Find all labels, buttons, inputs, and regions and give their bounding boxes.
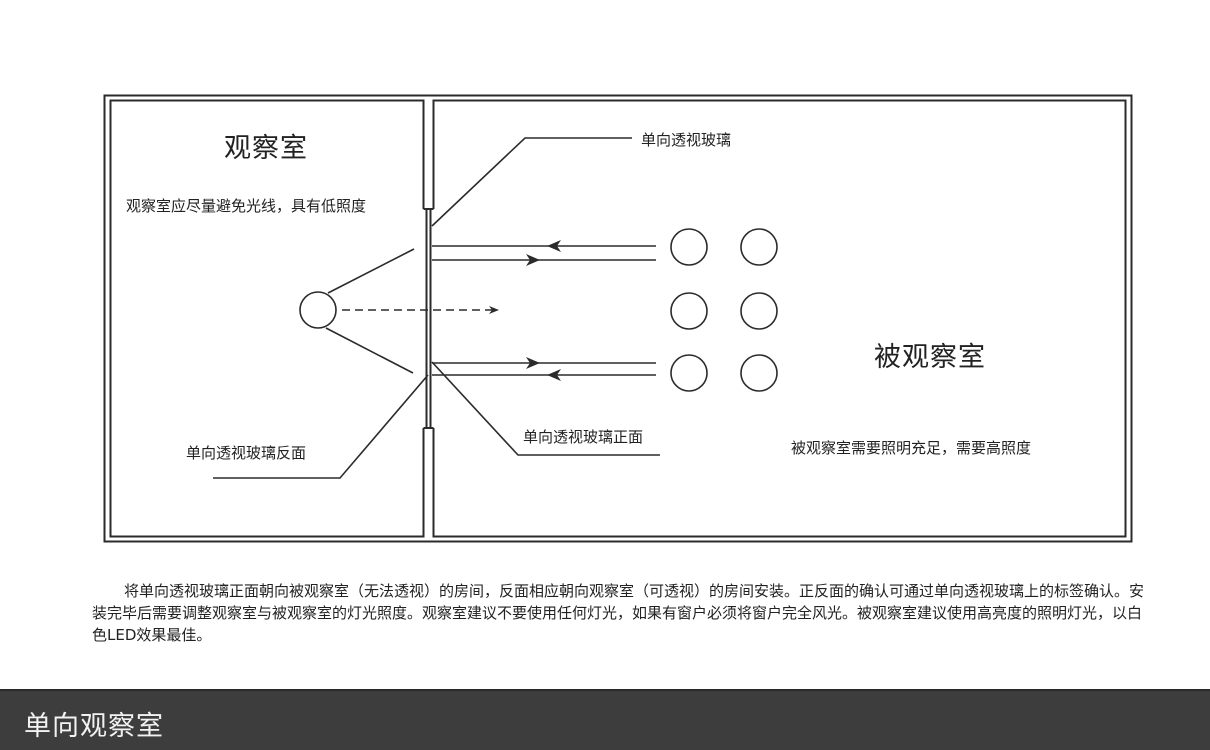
observed-room-wall	[432, 99, 1127, 538]
glass-back-label: 单向透视玻璃反面	[186, 444, 307, 462]
glass-front-label: 单向透视玻璃正面	[523, 428, 644, 446]
arrow-right-icon	[526, 357, 540, 369]
footer-title: 单向观察室	[24, 711, 164, 742]
ray-arrows	[526, 240, 561, 381]
one-way-mirror-diagram: 观察室 观察室应尽量避免光线，具有低照度 被观察室 被观察室需要照明充足，需要高…	[103, 94, 1133, 543]
observer-eye-icon	[299, 291, 337, 329]
arrow-right-icon	[526, 254, 540, 266]
subject-icon	[740, 292, 778, 330]
subject-icon	[670, 292, 708, 330]
glass-back-callout-leader	[213, 374, 429, 479]
subject-icon	[740, 228, 778, 266]
observation-room-note: 观察室应尽量避免光线，具有低照度	[126, 197, 367, 215]
glass-front-callout-leader	[431, 361, 660, 456]
subject-icon	[670, 228, 708, 266]
observation-room-wall	[109, 99, 425, 538]
glass-label: 单向透视玻璃	[641, 131, 732, 149]
subject-icon	[740, 354, 778, 392]
glass-callout-leader	[431, 137, 632, 227]
arrow-left-icon	[547, 240, 561, 252]
description-text: 将单向透视玻璃正面朝向被观察室（无法透视）的房间，反面相应朝向观察室（可透视）的…	[92, 582, 1145, 644]
arrow-left-icon	[547, 369, 561, 381]
subject-icon	[670, 354, 708, 392]
footer-bar: 单向观察室	[0, 689, 1210, 750]
outer-wall	[103, 94, 1133, 543]
floor-plan-drawing	[103, 94, 1133, 543]
observed-room-note: 被观察室需要照明充足，需要高照度	[791, 439, 1032, 457]
observed-room-title: 被观察室	[874, 342, 986, 373]
observation-room-title: 观察室	[224, 133, 308, 164]
description-block: 将单向透视玻璃正面朝向被观察室（无法透视）的房间，反面相应朝向观察室（可透视）的…	[92, 580, 1152, 646]
